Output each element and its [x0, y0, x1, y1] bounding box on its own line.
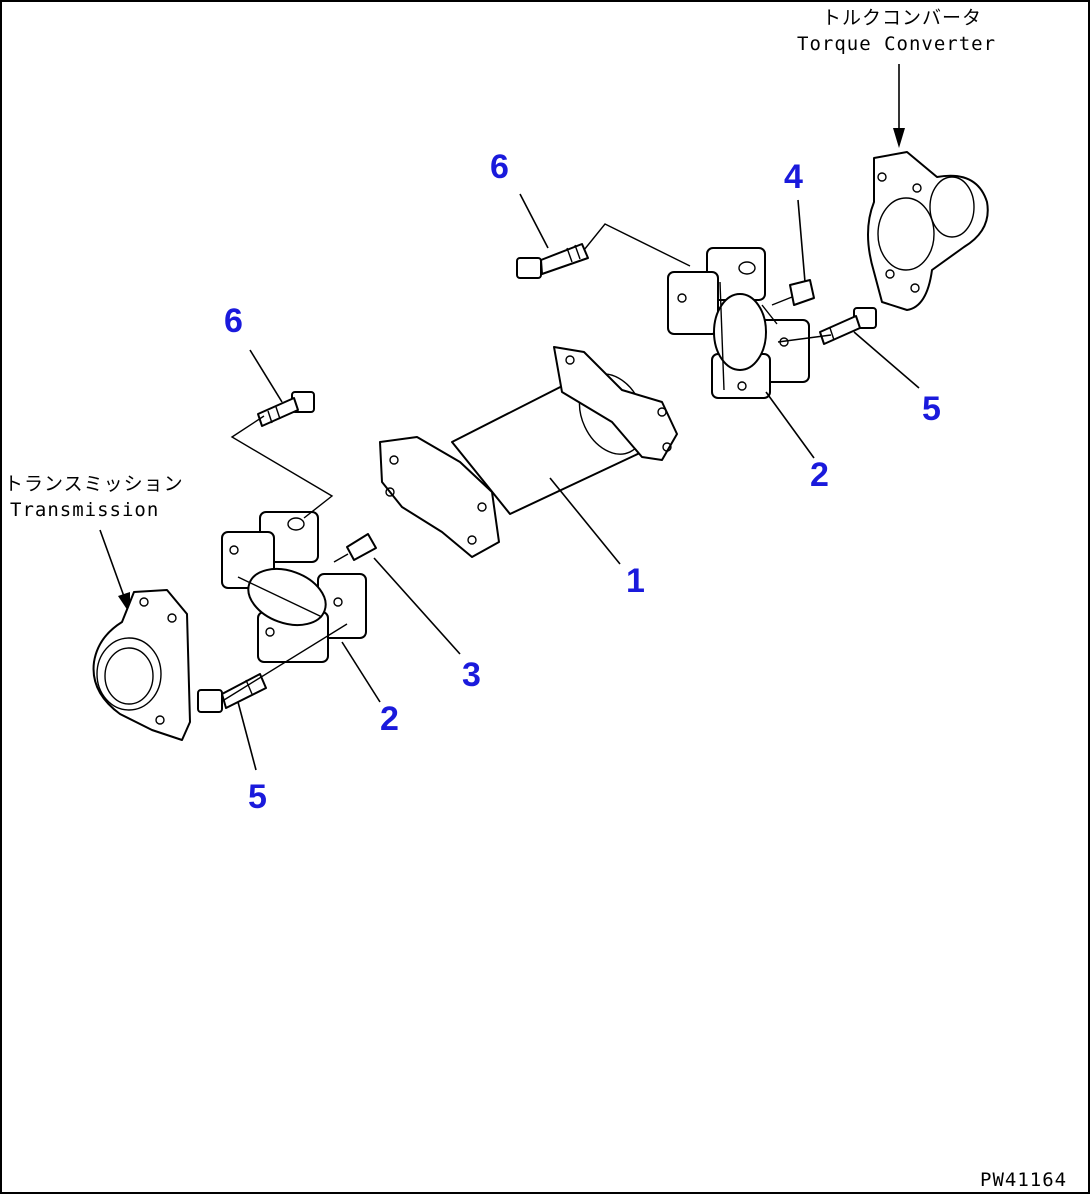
bolt-5-lower [197, 673, 267, 713]
universal-joint-lower [221, 511, 367, 663]
leader-lines [237, 193, 920, 771]
grease-fitting-upper [771, 279, 815, 306]
callout-3: 3 [462, 656, 481, 694]
callout-5-upper: 5 [922, 390, 941, 428]
bolt-6-lower [257, 391, 315, 427]
callout-2-lower: 2 [380, 700, 399, 738]
transmission-jp-label: トランスミッション [4, 473, 184, 495]
callouts: 6 4 5 2 1 6 3 2 5 [224, 148, 941, 816]
callout-4: 4 [784, 158, 803, 196]
transmission-en-label: Transmission [10, 499, 159, 521]
phantom-lines [223, 223, 832, 701]
torque-converter-arrow [893, 64, 905, 148]
universal-joint-upper [667, 247, 810, 399]
torque-converter-yoke [867, 151, 989, 311]
callout-6-upper: 6 [490, 148, 509, 186]
callout-5-lower: 5 [248, 778, 267, 816]
callout-6-lower: 6 [224, 302, 243, 340]
bolt-6-upper [516, 243, 589, 279]
torque-converter-en-label: Torque Converter [797, 33, 996, 55]
drive-shaft [379, 346, 678, 558]
drawing-number: PW41164 [980, 1169, 1067, 1191]
callout-1: 1 [626, 562, 645, 600]
callout-2-upper: 2 [810, 456, 829, 494]
transmission-yoke [92, 589, 191, 741]
transmission-arrow [99, 529, 130, 614]
grease-fitting-lower [333, 533, 377, 563]
bolt-5-upper [819, 307, 877, 345]
torque-converter-jp-label: トルクコンバータ [822, 7, 982, 29]
